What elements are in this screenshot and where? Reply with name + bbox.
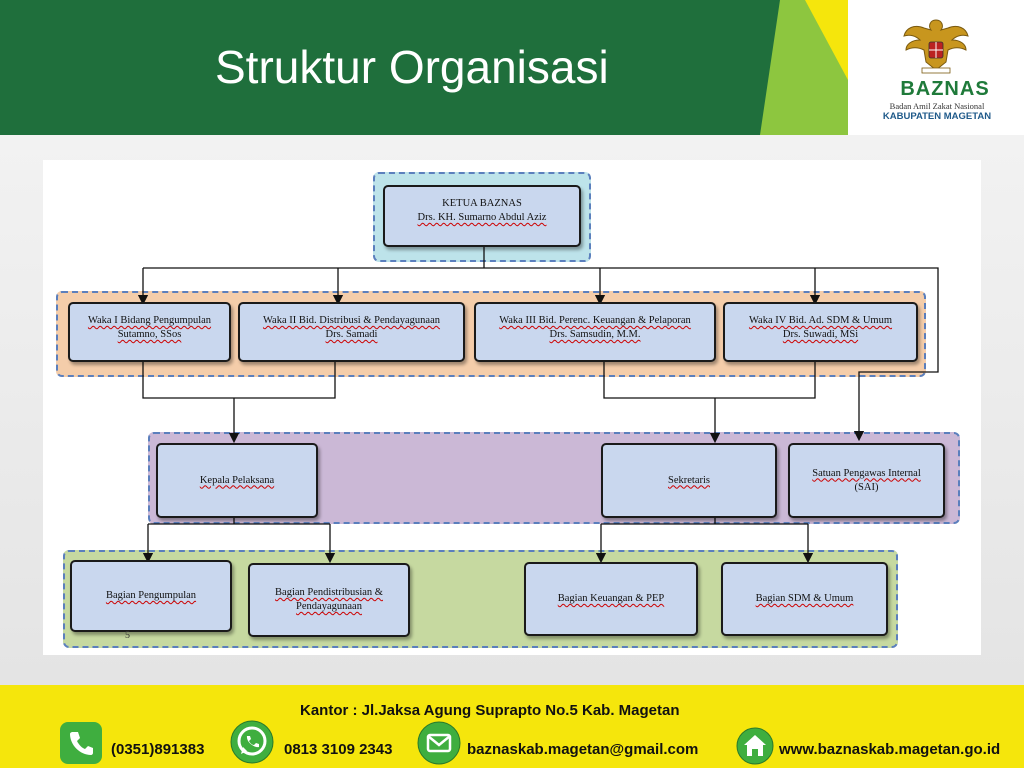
footer-website: www.baznaskab.magetan.go.id <box>779 741 1001 758</box>
waka-3-title: Waka III Bid. Perenc. Keuangan & Pelapor… <box>499 315 691 326</box>
waka-2-title: Waka II Bid. Distribusi & Pendayagunaan <box>262 315 441 326</box>
bagian-pendistribusian-box: Bagian Pendistribusian & Pendayagunaan <box>248 563 410 637</box>
org-chart: KETUA BAZNAS Drs. KH. Sumarno Abdul Aziz… <box>43 160 981 655</box>
bagian-keuangan-label: Bagian Keuangan & PEP <box>557 593 665 604</box>
sekretaris-label: Sekretaris <box>668 474 710 486</box>
ketua-title: KETUA BAZNAS <box>442 198 522 209</box>
bagian-pendistribusian-line2: Pendayagunaan <box>296 601 362 612</box>
bagian-pengumpulan-box: Bagian Pengumpulan <box>70 560 232 632</box>
sai-title: Satuan Pengawas Internal <box>812 467 921 479</box>
page-number: 5 <box>125 630 130 641</box>
org-connectors <box>137 247 939 564</box>
bagian-sdm-box: Bagian SDM & Umum <box>721 562 888 636</box>
kepala-pelaksana-box: Kepala Pelaksana <box>156 443 318 518</box>
waka-1-title: Waka I Bidang Pengumpulan <box>87 315 212 326</box>
email-icon <box>416 720 462 766</box>
waka-4-name: Drs. Suwadi, MSi <box>782 329 859 340</box>
bagian-pendistribusian-line1: Bagian Pendistribusian & <box>275 587 383 598</box>
bagian-sdm-label: Bagian SDM & Umum <box>755 593 854 604</box>
footer <box>0 685 1024 768</box>
bagian-keuangan-box: Bagian Keuangan & PEP <box>524 562 698 636</box>
footer-phone: (0351)891383 <box>111 741 205 758</box>
footer-whatsapp: 0813 3109 2343 <box>284 741 393 758</box>
waka-1-name: Sutamno, SSos <box>117 329 182 340</box>
sai-abbrev: (SAI) <box>854 481 879 493</box>
sekretaris-box: Sekretaris <box>601 443 777 518</box>
phone-icon <box>60 722 102 764</box>
whatsapp-icon <box>228 718 276 766</box>
waka-4-box: Waka IV Bid. Ad. SDM & Umum Drs. Suwadi,… <box>723 302 918 362</box>
ketua-box: KETUA BAZNAS Drs. KH. Sumarno Abdul Aziz <box>383 185 581 247</box>
waka-3-name: Drs. Samsudin, M.M. <box>549 329 641 340</box>
home-icon <box>735 726 775 766</box>
footer-address: Kantor : Jl.Jaksa Agung Suprapto No.5 Ka… <box>300 702 680 719</box>
ketua-name: Drs. KH. Sumarno Abdul Aziz <box>417 212 547 223</box>
logo-subtitle: Badan Amil Zakat Nasional <box>889 101 985 111</box>
waka-2-box: Waka II Bid. Distribusi & Pendayagunaan … <box>238 302 465 362</box>
waka-2-name: Drs. Samadi <box>325 329 378 340</box>
waka-3-box: Waka III Bid. Perenc. Keuangan & Pelapor… <box>474 302 716 362</box>
waka-1-box: Waka I Bidang Pengumpulan Sutamno, SSos <box>68 302 231 362</box>
garuda-emblem-icon <box>903 19 969 74</box>
sai-box: Satuan Pengawas Internal (SAI) <box>788 443 945 518</box>
bagian-pengumpulan-label: Bagian Pengumpulan <box>105 590 197 601</box>
kepala-pelaksana-label: Kepala Pelaksana <box>199 474 275 486</box>
waka-4-title: Waka IV Bid. Ad. SDM & Umum <box>748 315 893 326</box>
footer-email: baznaskab.magetan@gmail.com <box>467 741 699 758</box>
page-title: Struktur Organisasi <box>215 41 609 93</box>
logo-region: KABUPATEN MAGETAN <box>882 111 992 122</box>
logo-name: BAZNAS <box>900 78 990 100</box>
